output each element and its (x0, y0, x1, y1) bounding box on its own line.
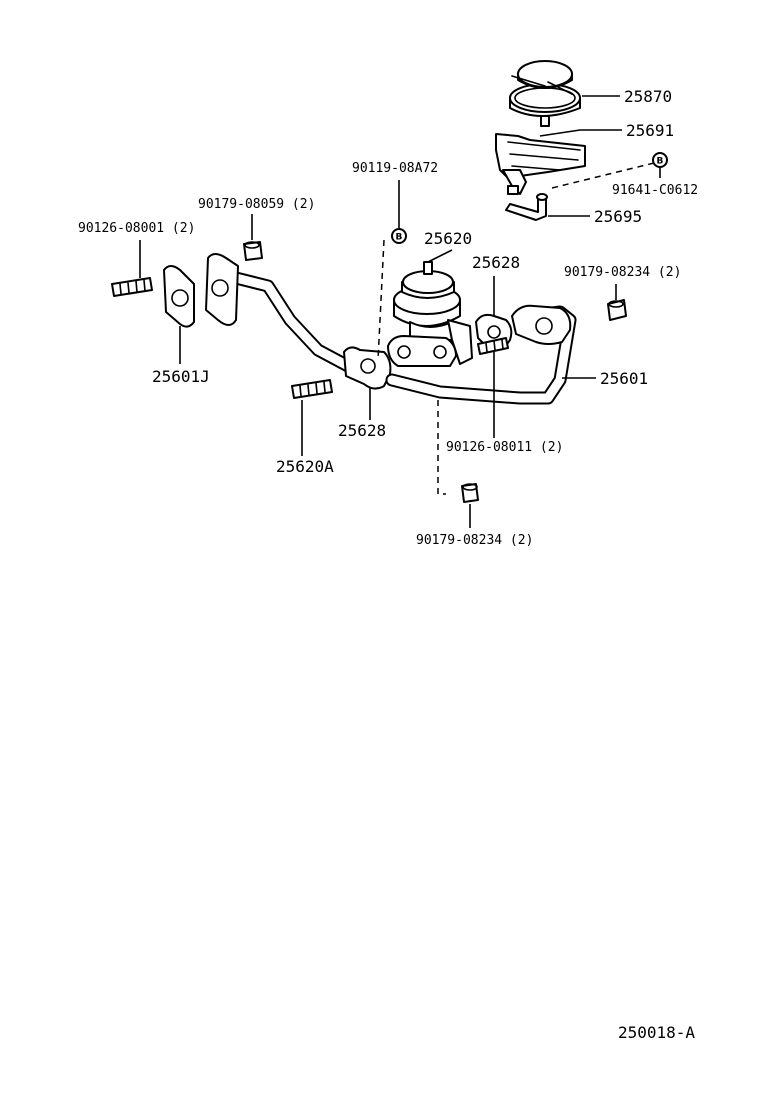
stud-25620a[interactable] (291, 379, 333, 399)
callout-b-letter-right: B (657, 157, 664, 167)
label-90119-08a72: 90119-08A72 (352, 161, 438, 176)
label-25691: 25691 (626, 121, 674, 140)
nut-dashed-line-lower (437, 400, 446, 495)
leader-25691 (539, 129, 622, 137)
stud-90126-08011[interactable] (477, 337, 509, 355)
label-25620a: 25620A (276, 457, 334, 476)
label-90179-08234-upper: 90179-08234 (2) (564, 265, 681, 280)
leader-25620 (427, 249, 453, 263)
callout-b-letter-center: B (396, 233, 403, 243)
nut-90179-08234-upper[interactable] (607, 299, 627, 321)
callout-dashed-line-center (377, 239, 385, 361)
modulator-bracket[interactable] (495, 133, 586, 195)
gasket-25601j[interactable] (163, 265, 195, 328)
label-25620: 25620 (424, 229, 472, 248)
diagram-reference-code: 250018-A (618, 1023, 695, 1042)
egr-pipe-left[interactable] (205, 253, 355, 373)
label-90179-08059: 90179-08059 (2) (198, 197, 315, 212)
label-25628-lower: 25628 (338, 421, 386, 440)
label-90126-08001: 90126-08001 (2) (78, 221, 195, 236)
nut-90179-08234-lower[interactable] (461, 483, 479, 503)
vacuum-hose[interactable] (505, 193, 548, 221)
label-25601: 25601 (600, 369, 648, 388)
label-91641-c0612: 91641-C0612 (612, 183, 698, 198)
egr-valve[interactable] (387, 261, 473, 367)
pipe-flange-right[interactable] (511, 304, 572, 345)
label-25628-upper: 25628 (472, 253, 520, 272)
stud-90126-08001[interactable] (111, 277, 153, 297)
label-25870: 25870 (624, 87, 672, 106)
gasket-25628-lower[interactable] (343, 346, 392, 390)
label-25695: 25695 (594, 207, 642, 226)
vacuum-modulator[interactable] (509, 60, 581, 127)
label-90126-08011: 90126-08011 (2) (446, 440, 563, 455)
label-25601j: 25601J (152, 367, 210, 386)
label-90179-08234-lower: 90179-08234 (2) (416, 533, 533, 548)
nut-90179-08059[interactable] (243, 241, 263, 261)
